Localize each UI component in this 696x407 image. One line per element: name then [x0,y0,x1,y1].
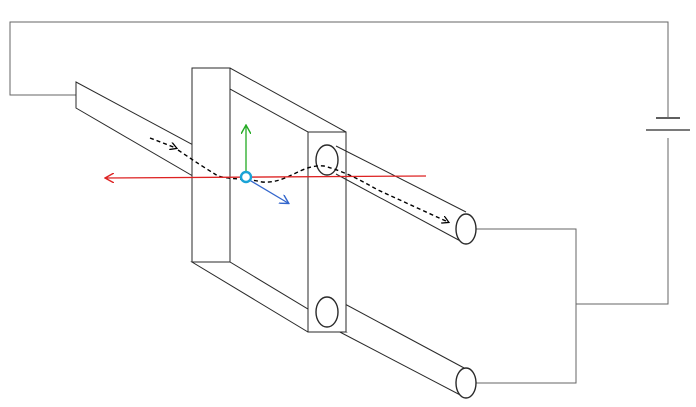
return-wire-upper [470,228,577,384]
output-rod [335,145,477,245]
lower-rod-bottom-edge [335,329,467,399]
lower-rod-top-edge [329,295,467,370]
slab-lower-port [315,296,339,328]
circuit-wires [9,21,669,384]
coordinate-axes [106,126,427,203]
slab-upper-port [315,144,339,176]
x-axis-arrow [106,176,427,178]
z-axis-arrow [245,177,288,203]
input-rod-body [75,81,211,187]
incoming-path-arrow [149,137,176,148]
origin-marker [239,170,253,184]
hall-slab [190,67,348,333]
curved-path-through-slab [177,149,448,222]
right-wire-lower [576,138,669,305]
output-rod-top-edge [335,145,467,213]
lower-rod-end-face [455,367,477,399]
battery-symbol-icon [646,110,690,131]
lower-rod [329,295,477,399]
particle-path [149,137,448,222]
slab-left-face [191,67,231,263]
output-rod-end-face [455,213,477,245]
output-rod-bottom-edge [335,173,467,245]
top-wire [9,21,669,118]
slab-front-face [307,131,347,333]
